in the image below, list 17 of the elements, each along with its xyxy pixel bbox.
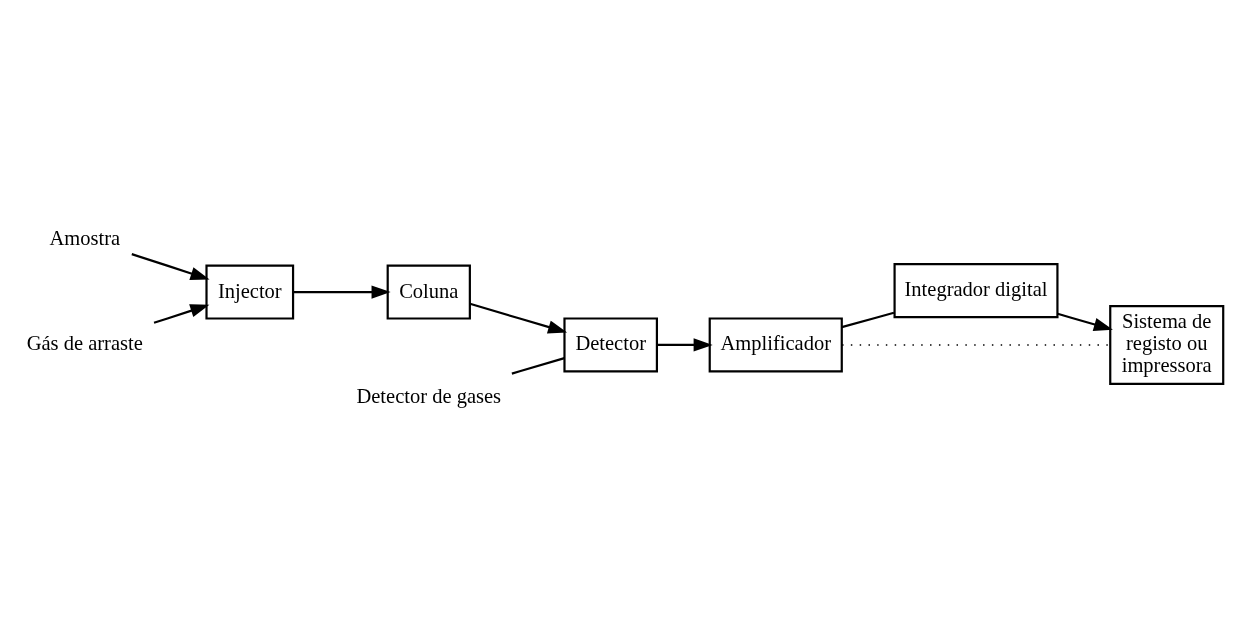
node-box: Sistema de registo ou impressora (1109, 304, 1225, 385)
node-text: Gás de arraste (26, 332, 143, 355)
node-box: Injector (205, 264, 295, 320)
node-text: Detector de gases (356, 385, 502, 408)
node-box: Detector (563, 317, 658, 373)
arrow (153, 304, 210, 324)
node-box: Coluna (386, 264, 471, 320)
node-text: Amostra (49, 226, 121, 249)
arrow (1057, 312, 1113, 331)
node-box: Integrador digital (893, 263, 1059, 319)
arrow (657, 338, 713, 352)
arrow (293, 285, 391, 299)
arrow (131, 253, 210, 280)
arrow (469, 302, 568, 334)
connector (841, 311, 895, 329)
node-box: Amplificador (708, 317, 843, 373)
connector (511, 357, 565, 375)
